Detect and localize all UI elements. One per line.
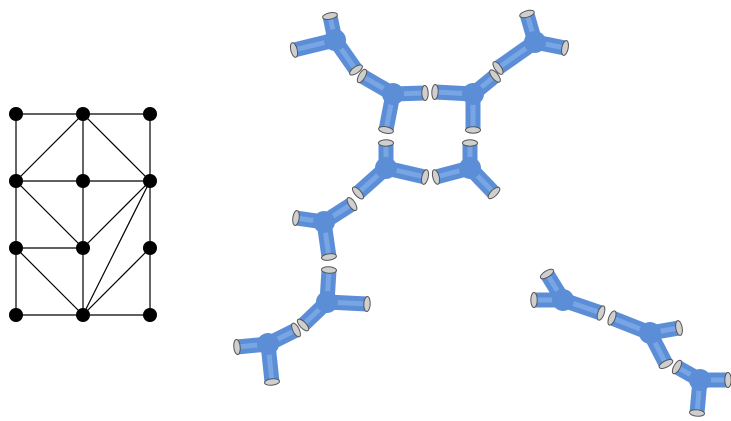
- tube-end-cap: [291, 322, 301, 338]
- tube-end-cap: [346, 196, 358, 212]
- tripod-right-a: [530, 268, 606, 321]
- graph-node: [143, 308, 157, 322]
- tube-hub: [313, 211, 335, 233]
- tube-hub: [324, 29, 346, 51]
- tube-end-cap: [421, 85, 429, 101]
- graph-edge: [82, 180, 151, 316]
- tripod-square-bottom-left: [351, 139, 430, 200]
- tube-end-cap: [363, 296, 371, 312]
- tube-end-cap: [264, 378, 280, 386]
- tube-end-cap: [462, 139, 478, 147]
- tube-end-cap: [289, 42, 299, 58]
- graph-edge: [82, 247, 151, 316]
- triangulated-grid-graph: [9, 107, 157, 322]
- tube-hub: [459, 157, 481, 179]
- tube-end-cap: [356, 68, 368, 84]
- tube-end-cap: [296, 318, 310, 332]
- graph-edge: [82, 180, 151, 249]
- tripod-right-b: [607, 310, 683, 369]
- graph-node: [143, 174, 157, 188]
- tube-end-cap: [351, 186, 365, 200]
- tube-end-cap: [431, 84, 439, 100]
- tube-end-cap: [322, 12, 338, 20]
- tube-hub: [375, 157, 397, 179]
- graph-node: [9, 241, 23, 255]
- graph-node: [9, 107, 23, 121]
- tube-hub: [552, 289, 574, 311]
- graph-edge: [15, 180, 84, 249]
- graph-node: [9, 174, 23, 188]
- tube-end-cap: [349, 64, 363, 76]
- tube-hub: [462, 83, 484, 105]
- tube-end-cap: [321, 266, 337, 274]
- graph-node: [143, 241, 157, 255]
- tube-end-cap: [492, 61, 504, 75]
- tube-end-cap: [671, 359, 683, 375]
- tube-hub: [524, 31, 546, 53]
- tripod-lower-left: [296, 266, 371, 332]
- tripod-square-top-left: [356, 68, 429, 134]
- tube-end-cap: [292, 210, 300, 226]
- graph-node: [76, 308, 90, 322]
- tube-end-cap: [378, 139, 394, 147]
- tube-end-cap: [487, 186, 501, 200]
- tube-end-cap: [519, 9, 535, 19]
- tube-end-cap: [465, 126, 481, 134]
- graph-node: [9, 308, 23, 322]
- graph-edge: [15, 247, 84, 316]
- graph-node: [76, 241, 90, 255]
- tube-end-cap: [607, 310, 617, 326]
- tripod-right-c: [671, 359, 731, 417]
- graph-edge: [15, 113, 84, 182]
- tube-assembly: [233, 9, 731, 417]
- tube-end-cap: [378, 126, 394, 134]
- tripod-top-left: [289, 12, 363, 76]
- tube-hub: [257, 333, 279, 355]
- tube-hub: [689, 369, 711, 391]
- tube-end-cap: [530, 292, 538, 308]
- graph-node: [76, 174, 90, 188]
- tube-end-cap: [233, 339, 241, 355]
- tube-end-cap: [489, 69, 501, 83]
- tube-hub: [639, 322, 661, 344]
- tube-end-cap: [689, 409, 705, 417]
- tripod-square-top-right: [431, 69, 501, 134]
- graph-edge: [82, 113, 151, 182]
- tube-end-cap: [431, 169, 441, 185]
- tube-end-cap: [596, 305, 606, 321]
- tube-hub: [316, 291, 338, 313]
- graph-node: [143, 107, 157, 121]
- tube-end-cap: [724, 372, 731, 388]
- tripod-bottom-left: [233, 322, 301, 386]
- tube-end-cap: [658, 359, 674, 369]
- tripod-square-bottom-right: [431, 139, 501, 200]
- tripod-mid-left: [292, 196, 358, 261]
- tube-end-cap: [675, 320, 683, 336]
- tube-end-cap: [321, 253, 337, 261]
- tube-hub: [382, 83, 404, 105]
- graph-node: [76, 107, 90, 121]
- tube-end-cap: [420, 169, 430, 185]
- tube-end-cap: [539, 268, 555, 280]
- tripod-top-right: [492, 9, 569, 75]
- tube-end-cap: [561, 40, 569, 56]
